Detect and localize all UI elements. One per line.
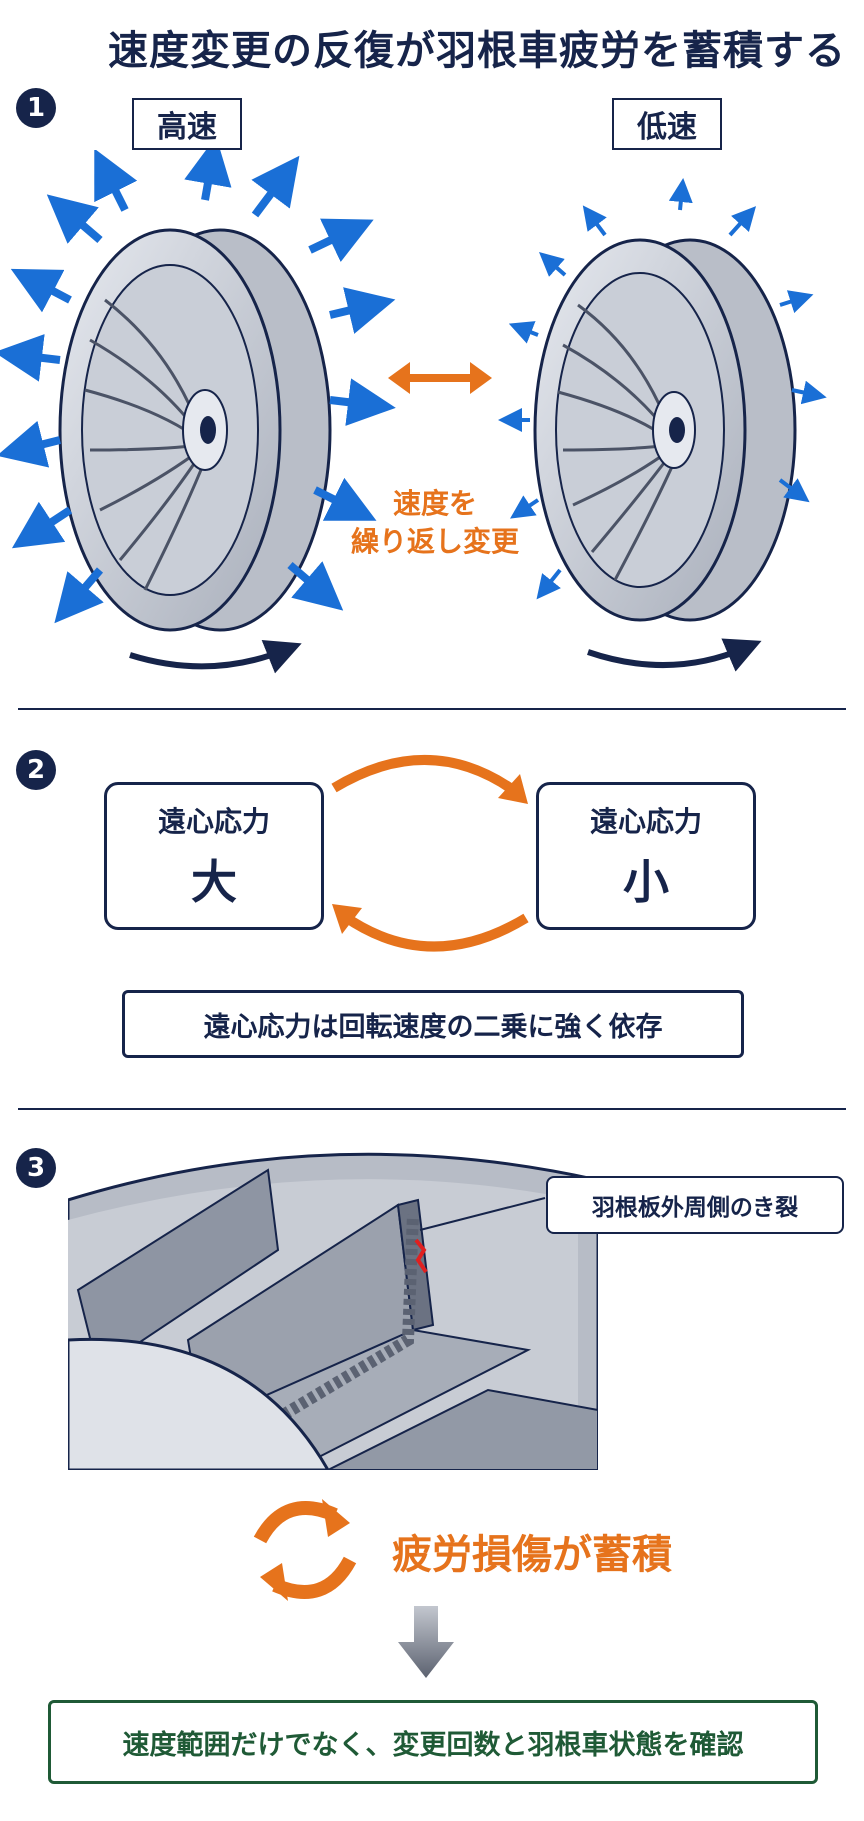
crack-leader-line	[419, 1197, 546, 1231]
crack-label: 羽根板外周側のき裂	[546, 1176, 844, 1234]
step-badge-2: 2	[16, 750, 56, 790]
step-badge-3: 3	[16, 1148, 56, 1188]
stress-box-low-label: 遠心応力	[589, 805, 702, 838]
high-speed-rotation-arrow	[129, 639, 302, 674]
high-speed-force-arrows	[0, 150, 396, 624]
speed-change-caption-line1: 速度を	[392, 487, 477, 520]
page-title: 速度変更の反復が羽根車疲労を蓄積する	[108, 28, 846, 74]
speed-change-double-arrow	[388, 362, 492, 394]
step-badge-1: 1	[16, 88, 56, 128]
low-speed-force-arrows	[498, 178, 827, 600]
impeller-speed-diagram	[0, 150, 827, 674]
cycle-icon	[253, 1499, 357, 1601]
low-speed-label: 低速	[612, 98, 722, 150]
low-speed-rotation-arrow	[587, 638, 762, 672]
speed-change-caption-line2: 繰り返し変更	[350, 525, 519, 558]
high-speed-impeller	[58, 228, 332, 632]
stress-box-low: 遠心応力 小	[536, 782, 756, 930]
conclusion-box: 速度範囲だけでなく、変更回数と羽根車状態を確認	[48, 1700, 818, 1784]
stress-box-high-label: 遠心応力	[157, 805, 270, 838]
divider-1	[18, 708, 846, 710]
crack-mark	[414, 1238, 428, 1274]
stress-box-high-value: 大	[191, 855, 237, 909]
down-arrow-icon	[398, 1606, 454, 1678]
fatigue-accumulation-text: 疲労損傷が蓄積	[392, 1532, 672, 1578]
stress-cycle-arrows	[331, 755, 529, 952]
stress-note: 遠心応力は回転速度の二乗に強く依存	[122, 990, 744, 1058]
stress-box-low-value: 小	[623, 855, 669, 909]
high-speed-label: 高速	[132, 98, 242, 150]
divider-2	[18, 1108, 846, 1110]
blade-crack-closeup	[68, 1152, 598, 1470]
speed-change-caption: 速度を 繰り返し変更	[330, 485, 540, 561]
low-speed-impeller	[533, 238, 797, 622]
stress-box-high: 遠心応力 大	[104, 782, 324, 930]
